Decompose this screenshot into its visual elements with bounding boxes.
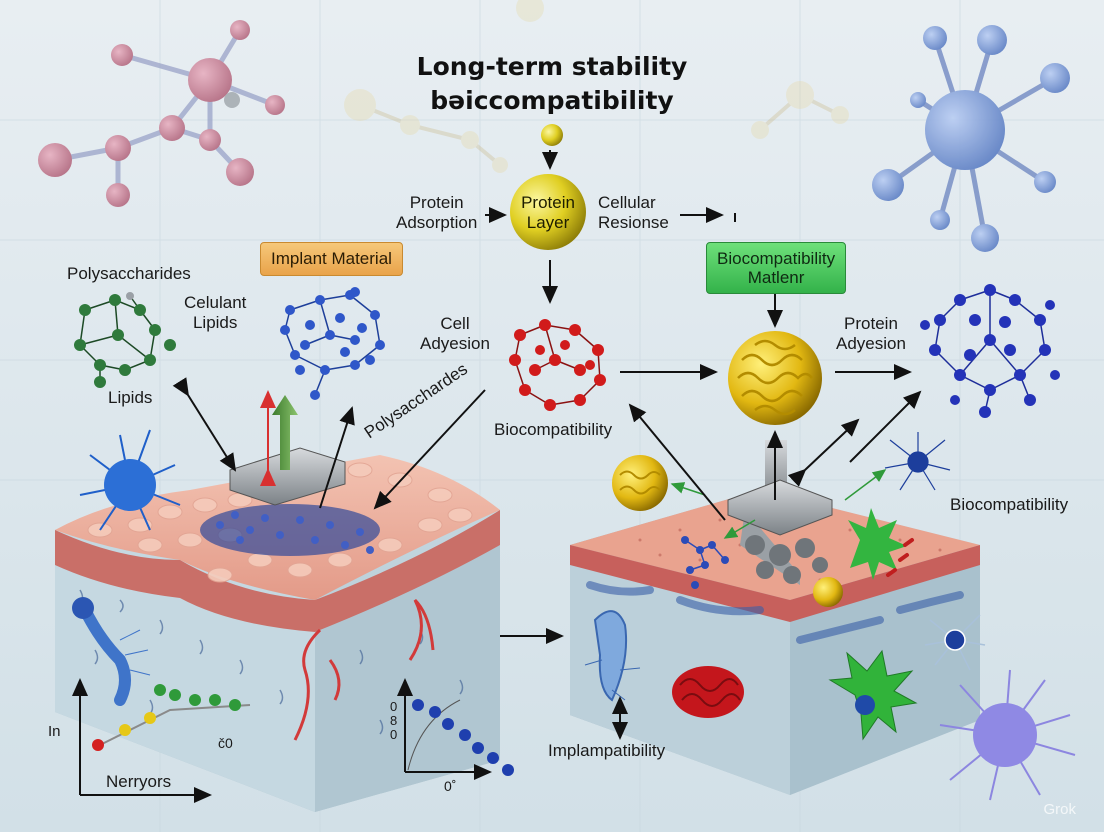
blue-cell-icon bbox=[584, 610, 641, 702]
green-cell-icon bbox=[828, 649, 918, 741]
axis-label-080: 0 8 0 bbox=[390, 699, 398, 742]
mid-axes bbox=[397, 678, 492, 780]
small-blue-network-icon bbox=[681, 536, 729, 589]
label-implampatibility: Implampatibility bbox=[548, 741, 666, 760]
spiky-cell-small-icon bbox=[924, 614, 986, 671]
spiky-cell-right-icon bbox=[884, 432, 951, 491]
bead-chain-icon bbox=[92, 684, 241, 751]
small-gold-ball-icon bbox=[813, 577, 843, 607]
gold-protein-globule-icon bbox=[728, 331, 822, 425]
purple-virus-icon bbox=[939, 669, 1076, 801]
left-implant-block bbox=[229, 447, 346, 506]
green-up-arrow-icon bbox=[272, 395, 298, 470]
small-yellow-node-icon bbox=[541, 124, 563, 146]
tag-biocompatibility-material: Biocompatibility Matlenr bbox=[706, 242, 847, 294]
title-line-1: Long-term stability bbox=[416, 52, 688, 81]
label-biocompatibility-center: Biocompatibility bbox=[494, 420, 613, 439]
title-line-2: bəiccompatibility bbox=[430, 86, 674, 115]
blue-molecule-network-left-icon bbox=[280, 287, 385, 400]
blue-cluster-on-tissue bbox=[200, 504, 380, 556]
bg-molecule-pink-icon bbox=[38, 20, 285, 207]
bg-molecule-blue-icon bbox=[872, 25, 1070, 252]
label-biocompatibility-right: Biocompatibility bbox=[950, 495, 1069, 514]
gold-protein-globule-small-icon bbox=[612, 455, 668, 511]
green-arrow-right-1 bbox=[670, 482, 706, 496]
green-star-cell-icon bbox=[848, 508, 907, 580]
label-protein-adsorption: Protein Adsorption bbox=[396, 193, 478, 232]
axis-label-co: č0 bbox=[218, 735, 233, 751]
bg-molecule-faded-icon bbox=[344, 0, 849, 173]
label-cell-adyesion: Cell Adyesion bbox=[420, 314, 490, 353]
protein-layer-node bbox=[510, 174, 586, 250]
axis-label-nerryors: Nerryors bbox=[106, 772, 172, 791]
red-molecule-network-icon bbox=[509, 319, 606, 411]
blue-bead-chain-icon bbox=[412, 699, 514, 776]
blue-molecule-network-right-icon bbox=[920, 284, 1060, 418]
label-protein-layer: Protein Layer bbox=[521, 193, 575, 232]
label-lipids: Lipids bbox=[108, 388, 153, 407]
red-organ-icon bbox=[672, 666, 744, 718]
axis-label-0deg: 0˚ bbox=[444, 778, 457, 794]
green-arrow-right-3 bbox=[844, 469, 887, 501]
label-celulant-lipids: Celulant Lipids bbox=[184, 293, 247, 332]
flow-arrows bbox=[172, 150, 922, 740]
spiky-cell-left-icon bbox=[79, 429, 181, 531]
axis-label-in: In bbox=[48, 723, 61, 740]
grok-watermark: Grok bbox=[1043, 801, 1076, 818]
red-dashes bbox=[886, 538, 914, 577]
left-tissue-block bbox=[55, 447, 500, 812]
label-polysaccharides-top: Polysaccharides bbox=[67, 264, 191, 283]
label-cellular-response: Cellular Resionse bbox=[598, 193, 669, 232]
green-molecule-network-icon bbox=[74, 292, 176, 388]
tag-implant-material: Implant Material bbox=[260, 242, 403, 276]
green-arrow-right-2 bbox=[723, 519, 756, 539]
label-protein-adyesion: Protein Adyesion bbox=[836, 314, 906, 353]
rod-bacteria-icon bbox=[72, 597, 151, 706]
